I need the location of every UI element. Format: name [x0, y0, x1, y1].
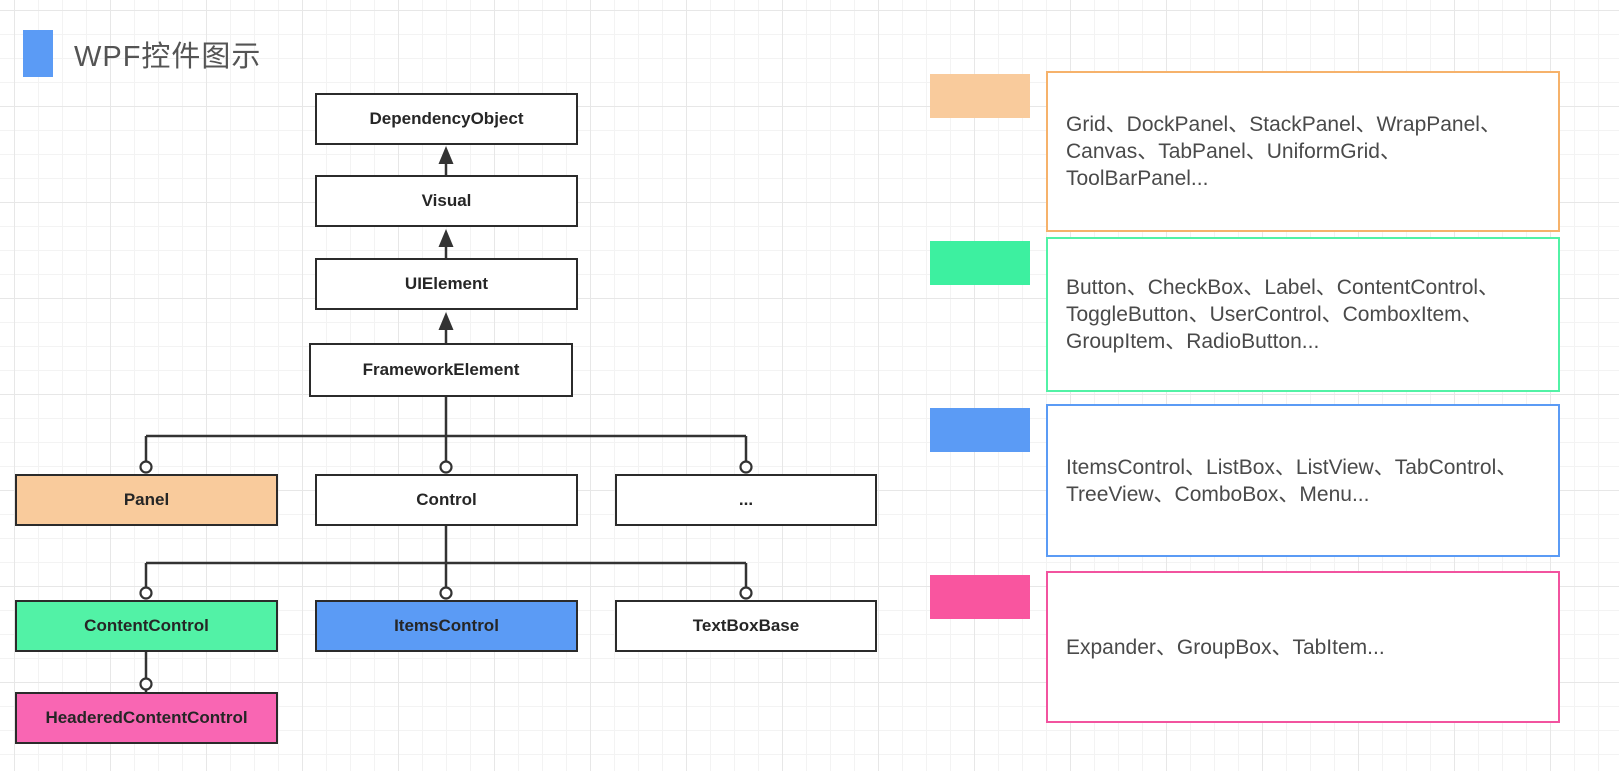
node-dependencyobject: DependencyObject	[315, 93, 578, 145]
node-headeredcontentcontrol: HeaderedContentControl	[15, 692, 278, 744]
node-textboxbase: TextBoxBase	[615, 600, 877, 652]
legend-box-headered-group: Expander、GroupBox、TabItem...	[1046, 571, 1560, 723]
connector-dot-icon	[139, 586, 153, 600]
diagram-title-row: WPF控件图示	[23, 30, 261, 77]
legend-items-text: Button、CheckBox、Label、ContentControl、Tog…	[1066, 276, 1500, 353]
node-frameworkelement: FrameworkElement	[309, 343, 573, 397]
arrowhead-up-icon	[438, 312, 454, 330]
node-label: Panel	[123, 490, 170, 509]
node-label: ...	[738, 490, 754, 509]
connector-dot-icon	[739, 586, 753, 600]
branch-tree-frameworkelement	[144, 397, 748, 461]
legend-swatch-headered-group	[930, 575, 1030, 619]
connector-dot-icon	[139, 677, 153, 691]
node-label: ContentControl	[84, 616, 209, 635]
node-contentcontrol: ContentControl	[15, 600, 278, 652]
branch-tree-control	[144, 526, 748, 587]
legend-box-content-group: Button、CheckBox、Label、ContentControl、Tog…	[1046, 237, 1560, 392]
legend-swatch-items-group	[930, 408, 1030, 452]
node-label: FrameworkElement	[362, 360, 520, 379]
legend-swatch-content-group	[930, 241, 1030, 285]
node-panel: Panel	[15, 474, 278, 526]
node-visual: Visual	[315, 175, 578, 227]
connector-dot-icon	[139, 460, 153, 474]
legend-items-text: ItemsControl、ListBox、ListView、TabControl…	[1066, 455, 1518, 506]
node-label: HeaderedContentControl	[45, 708, 248, 727]
node-itemscontrol: ItemsControl	[315, 600, 578, 652]
connector-dot-icon	[439, 460, 453, 474]
node-ellipsis: ...	[615, 474, 877, 526]
page-title: WPF控件图示	[74, 40, 262, 73]
legend-items-text: Expander、GroupBox、TabItem...	[1066, 635, 1385, 659]
node-label: ItemsControl	[394, 616, 499, 635]
node-uielement: UIElement	[315, 258, 578, 310]
connector-dot-icon	[439, 586, 453, 600]
legend-items-text: Grid、DockPanel、StackPanel、WrapPanel、Canv…	[1066, 113, 1501, 190]
arrowhead-up-icon	[438, 229, 454, 247]
node-label: UIElement	[404, 274, 489, 293]
legend-box-panel-group: Grid、DockPanel、StackPanel、WrapPanel、Canv…	[1046, 71, 1560, 232]
node-label: TextBoxBase	[692, 616, 800, 635]
node-label: DependencyObject	[369, 109, 524, 128]
legend-box-items-group: ItemsControl、ListBox、ListView、TabControl…	[1046, 404, 1560, 557]
title-color-square-icon	[23, 30, 53, 77]
arrowhead-up-icon	[438, 146, 454, 164]
node-control: Control	[315, 474, 578, 526]
node-label: Visual	[421, 191, 472, 210]
legend-swatch-panel-group	[930, 74, 1030, 118]
connector-dot-icon	[739, 460, 753, 474]
node-label: Control	[416, 490, 477, 509]
